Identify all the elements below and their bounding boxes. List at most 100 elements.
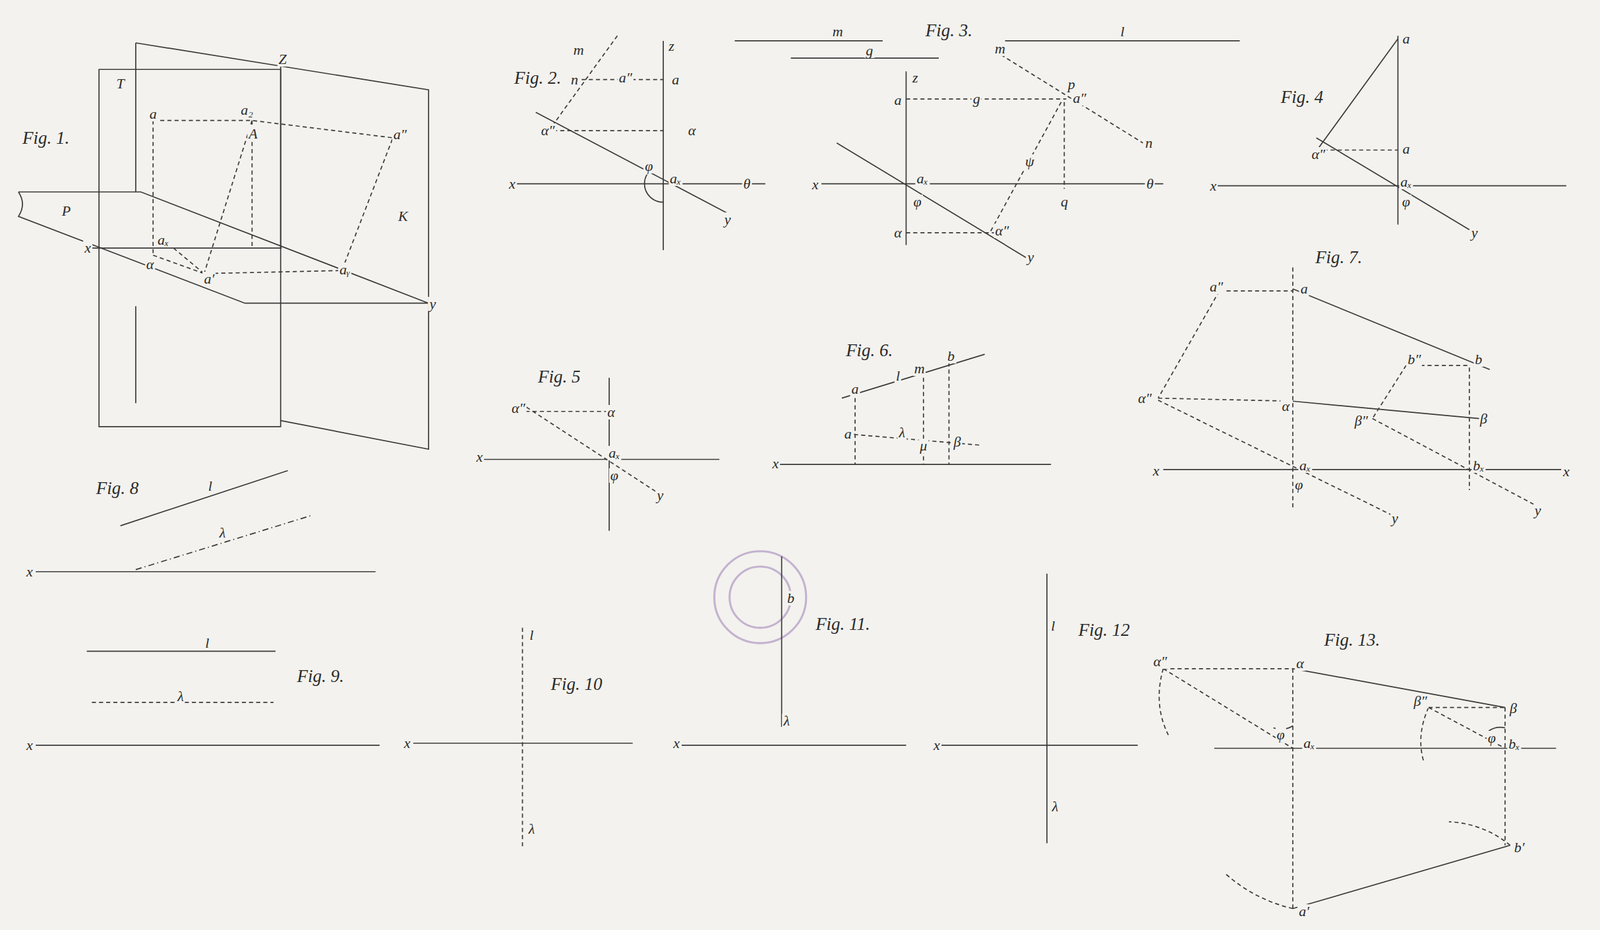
projection-lines [152,120,393,274]
point-label: a [148,106,159,122]
point-label: φ [643,158,654,174]
point-label: λ [1050,799,1061,814]
point-label: n [1143,135,1154,151]
point-label: φ [1400,194,1412,209]
projection-lines [1316,149,1399,151]
point-label: b″ [1406,352,1423,367]
point-label: α″ [510,400,527,416]
fig9-drawing [35,650,380,745]
lines [775,354,1051,465]
figure-number: Fig. 4 [1279,88,1326,107]
point-label: b [946,348,956,364]
point-label: y [655,487,666,503]
fig11-drawing [681,556,907,745]
fig1-drawing [18,42,429,449]
lines [681,556,907,745]
point-label: μ [918,438,929,453]
point-label: α″ [1136,390,1154,406]
point-label: a [850,381,861,397]
figure-number: Fig. 5 [536,367,583,386]
point-label: φ [609,468,620,483]
figure-number: Fig. 10 [549,675,604,693]
point-label: α [145,257,156,272]
axes [1214,35,1567,230]
fig10-drawing [413,627,633,848]
angle-arc [644,174,664,203]
point-label: β″ [1412,693,1429,709]
point-label: x [932,737,942,753]
point-label: b′ [1512,839,1527,855]
projection-lines [847,361,980,465]
lines [35,470,376,572]
point-label: x [671,735,682,751]
fig5-drawing [479,377,720,531]
fig4-drawing [1214,35,1567,230]
point-label: T [115,76,126,91]
axes [821,71,1163,260]
point-label: Z [277,52,289,67]
point-label: a″ [392,127,409,142]
point-label: α″ [539,123,557,138]
point-label: aₓ [915,171,930,186]
point-label: α″ [994,223,1011,238]
point-label: y [1025,249,1036,265]
figure-number: Fig. 2. [512,68,563,87]
point-label: aₓ [1298,458,1312,473]
point-label: a′ [1297,903,1311,919]
fig7-drawing [1158,267,1562,516]
point-label: x [1151,463,1161,478]
point-label: a [893,92,904,108]
projection-lines [1158,267,1537,516]
fig13-drawing [1158,668,1556,909]
point-label: y [1533,503,1543,518]
figure-number: Fig. 7. [1313,248,1364,267]
point-label: θ [742,176,753,192]
point-label: aₓ [156,232,171,248]
point-label: y [723,212,733,227]
point-label: x [402,735,413,751]
point-label: a₂ [239,102,255,118]
point-label: λ [782,713,792,728]
projection-lines [135,515,312,570]
figure-number: Fig. 11. [814,614,872,633]
point-label: q [1059,194,1070,209]
projection-lines [545,35,664,131]
point-label: y [427,296,438,312]
figure-number: Fig. 13. [1323,630,1382,649]
axes [479,377,720,531]
library-stamp [713,551,806,643]
point-label: m [913,361,927,376]
point-label: g [864,43,875,59]
fig6-drawing [775,354,1051,465]
point-label: α [892,225,904,240]
point-label: a′ [202,271,216,287]
projection-lines [1162,668,1505,909]
point-label: b [785,590,796,606]
point-label: α [1294,655,1306,671]
point-label: β [1508,700,1519,716]
point-label: x [770,456,780,471]
point-label: y [1390,510,1400,526]
point-label: λ [897,425,908,440]
point-label: z [667,38,676,54]
angle-arc [1273,725,1506,731]
figure-number: Fig. 9. [295,666,345,685]
point-label: β″ [1353,413,1370,428]
point-label: p [1066,77,1077,92]
point-label: α [686,123,698,138]
point-label: l [207,478,214,494]
point-label: K [396,208,410,224]
lines [938,573,1138,844]
rotation-arcs [1158,668,1510,909]
point-label: x [25,737,35,753]
point-label: ψ [1023,154,1036,169]
stamp-ring [713,551,806,643]
point-label: a [670,72,681,88]
point-label: α″ [1309,147,1327,162]
point-label: x [83,240,93,256]
figure-number: Fig. 8 [94,478,141,497]
point-label: l [1049,618,1057,633]
point-label: a″ [1071,90,1088,106]
point-label: λ [527,821,537,836]
